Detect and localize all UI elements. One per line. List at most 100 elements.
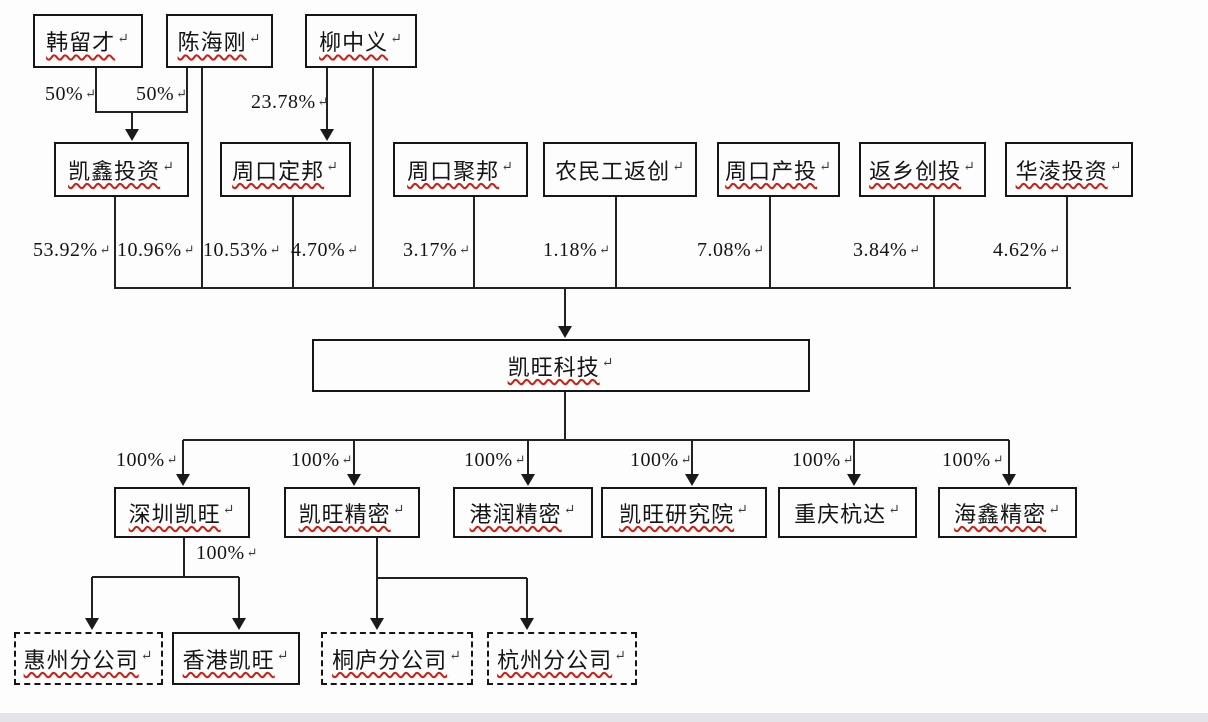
box-zhoukou-dingbang: 周口定邦↵: [220, 142, 351, 197]
label-gangrun-jingmi: 港润精密: [469, 501, 562, 527]
label-chen-haigang: 陈海刚: [177, 30, 247, 55]
return-mark-icon: ↵: [842, 452, 855, 467]
label-han-liucai: 韩留才: [46, 30, 116, 55]
pct-kaiwang-to-gangrun: 100%↵: [464, 449, 526, 472]
return-mark-icon: ↵: [183, 242, 196, 257]
connector-lines: [91, 68, 1071, 620]
pct-value: 100%: [116, 449, 165, 471]
pct-kaiwang-to-yanjiuyuan: 100%↵: [630, 449, 692, 472]
return-mark-icon: ↵: [85, 86, 97, 101]
return-mark-icon: ↵: [246, 545, 259, 560]
pct-jubang-to-kaiwang: 3.17%↵: [403, 239, 471, 262]
return-mark-icon: ↵: [176, 86, 188, 101]
box-zhoukou-chantou: 周口产投↵: [717, 142, 840, 197]
return-mark-icon: ↵: [909, 242, 921, 257]
pct-value: 3.84%: [853, 239, 908, 261]
label-hangzhou-fengongsi: 杭州分公司: [497, 647, 613, 673]
box-hangzhou-fengongsi: 杭州分公司↵: [487, 632, 637, 685]
pct-shenzhen-to-branches: 100%↵: [196, 542, 258, 565]
pct-chen-to-kaiwang: 10.96%↵: [117, 239, 195, 262]
box-fanxiang-chuangtou: 返乡创投↵: [859, 142, 986, 197]
label-xianggang-kaiwang: 香港凯旺: [182, 647, 275, 673]
box-kaixin-touzi: 凯鑫投资↵: [54, 142, 189, 197]
return-mark-icon: ↵: [140, 649, 154, 664]
box-han-liucai: 韩留才↵: [33, 14, 143, 68]
return-mark-icon: ↵: [819, 160, 832, 175]
pct-liu-to-dingbang: 23.78%↵: [251, 91, 329, 114]
box-liu-zhongyi: 柳中义↵: [305, 14, 417, 68]
return-mark-icon: ↵: [888, 503, 901, 518]
label-shenzhen-kaiwang: 深圳凯旺: [128, 501, 221, 527]
pct-fanxiang-to-kaiwang: 3.84%↵: [853, 239, 921, 262]
pct-value: 1.18%: [543, 239, 598, 261]
return-mark-icon: ↵: [326, 160, 339, 175]
return-mark-icon: ↵: [1049, 242, 1061, 257]
pct-chantou-to-kaiwang: 7.08%↵: [697, 239, 765, 262]
label-kaiwang-keji: 凯旺科技: [507, 354, 600, 380]
return-mark-icon: ↵: [501, 160, 514, 175]
pct-kaiwang-to-jingmi: 100%↵: [291, 449, 353, 472]
return-mark-icon: ↵: [514, 452, 527, 467]
return-mark-icon: ↵: [117, 31, 130, 47]
return-mark-icon: ↵: [390, 31, 403, 47]
return-mark-icon: ↵: [449, 649, 462, 664]
pct-value: 100%: [291, 449, 340, 471]
label-hualing-touzi: 华淩投资: [1015, 158, 1108, 184]
return-mark-icon: ↵: [347, 242, 359, 257]
label-zhoukou-chantou: 周口产投: [725, 158, 818, 184]
pct-hualing-to-kaiwang: 4.62%↵: [993, 239, 1061, 262]
return-mark-icon: ↵: [222, 503, 236, 518]
pct-han-to-kaixin: 50%↵: [45, 83, 97, 106]
return-mark-icon: ↵: [341, 452, 354, 467]
box-xianggang-kaiwang: 香港凯旺↵: [172, 632, 300, 685]
pct-kaiwang-to-chongqing: 100%↵: [792, 449, 854, 472]
return-mark-icon: ↵: [963, 160, 976, 175]
box-huizhou-fengongsi: 惠州分公司↵: [14, 632, 163, 685]
pct-value: 53.92%: [33, 239, 98, 261]
return-mark-icon: ↵: [166, 452, 179, 467]
return-mark-icon: ↵: [599, 242, 611, 257]
box-chongqing-hangda: 重庆杭达↵: [778, 487, 917, 538]
pct-kaiwang-to-shenzhen: 100%↵: [116, 449, 178, 472]
pct-kaixin-to-kaiwang: 53.92%↵: [33, 239, 111, 262]
return-mark-icon: ↵: [269, 242, 282, 257]
label-huizhou-fengongsi: 惠州分公司: [23, 647, 139, 673]
bottom-gray-bar: [0, 713, 1208, 722]
pct-value: 100%: [630, 449, 679, 471]
return-mark-icon: ↵: [392, 503, 406, 518]
label-zhoukou-dingbang: 周口定邦: [232, 158, 325, 184]
pct-value: 4.62%: [993, 239, 1048, 261]
pct-value: 10.53%: [203, 239, 268, 261]
pct-value: 50%: [136, 83, 175, 105]
label-zhoukou-jubang: 周口聚邦: [407, 158, 500, 184]
pct-value: 10.96%: [117, 239, 182, 261]
pct-value: 100%: [464, 449, 513, 471]
return-mark-icon: ↵: [563, 503, 577, 518]
box-kaiwang-yanjiuyuan: 凯旺研究院↵: [601, 487, 767, 538]
return-mark-icon: ↵: [992, 452, 1005, 467]
return-mark-icon: ↵: [680, 452, 693, 467]
return-mark-icon: ↵: [317, 94, 330, 109]
pct-value: 100%: [942, 449, 991, 471]
box-shenzhen-kaiwang: 深圳凯旺↵: [114, 487, 250, 538]
box-nongmingong-fanchuang: 农民工返创↵: [543, 142, 697, 197]
pct-value: 4.70%: [291, 239, 346, 261]
return-mark-icon: ↵: [248, 31, 262, 47]
label-liu-zhongyi: 柳中义: [319, 30, 389, 55]
pct-chen-to-kaixin: 50%↵: [136, 83, 188, 106]
label-tonglu-fengongsi: 桐庐分公司: [332, 647, 448, 673]
pct-kaiwang-to-haixin: 100%↵: [942, 449, 1004, 472]
return-mark-icon: ↵: [614, 649, 627, 664]
arrowheads: [85, 129, 1016, 630]
return-mark-icon: ↵: [753, 242, 765, 257]
return-mark-icon: ↵: [1048, 503, 1061, 518]
box-chen-haigang: 陈海刚↵: [166, 14, 273, 68]
label-haixin-jingmi: 海鑫精密: [954, 501, 1047, 527]
return-mark-icon: ↵: [601, 356, 615, 371]
box-haixin-jingmi: 海鑫精密↵: [938, 487, 1077, 538]
label-kaiwang-yanjiuyuan: 凯旺研究院: [619, 501, 735, 527]
return-mark-icon: ↵: [1109, 160, 1123, 175]
box-hualing-touzi: 华淩投资↵: [1005, 142, 1133, 197]
